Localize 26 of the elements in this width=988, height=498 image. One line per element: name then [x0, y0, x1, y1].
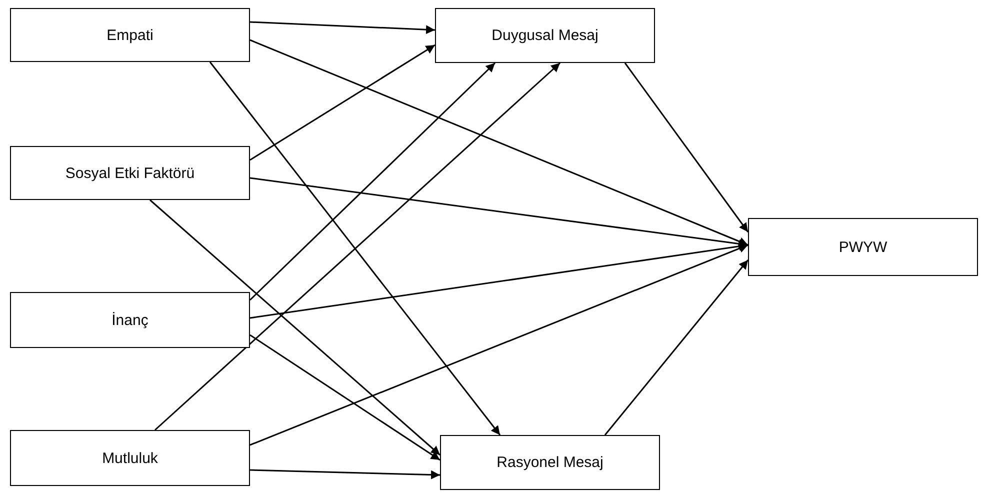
construct-box — [435, 8, 655, 63]
construct-box — [10, 8, 250, 62]
arrow — [624, 62, 749, 232]
box-label: PWYW — [838, 238, 888, 256]
arrow — [250, 21, 436, 34]
arrow — [150, 199, 440, 456]
box-label: Mutluluk — [102, 450, 158, 466]
arrow — [250, 44, 436, 161]
arrow — [249, 62, 496, 301]
construct-box — [10, 430, 250, 486]
construct-box — [10, 146, 250, 200]
arrow — [250, 244, 748, 446]
arrow — [250, 469, 440, 480]
box-label: Sosyal Etki Faktörü — [65, 164, 195, 182]
construct-box — [748, 218, 978, 276]
box-label: İnanç — [112, 312, 148, 328]
arrow — [250, 39, 748, 246]
box-label: Rasyonel Mesaj — [496, 454, 604, 471]
construct-box — [10, 292, 250, 348]
box-label: Empati — [106, 26, 154, 44]
arrow — [604, 260, 749, 436]
construct-box — [440, 435, 660, 490]
arrow — [250, 334, 440, 461]
arrow — [154, 62, 560, 431]
box-label: Duygusal Mesaj — [492, 27, 598, 44]
arrow — [209, 62, 501, 436]
